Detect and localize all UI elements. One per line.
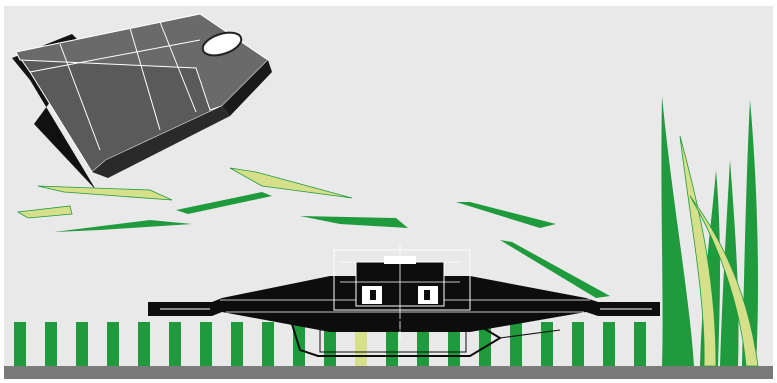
ground — [4, 366, 773, 379]
stubble-stalk — [603, 322, 615, 366]
stubble-stalk — [14, 322, 26, 366]
stubble-stalk — [572, 322, 584, 366]
stubble-stalk — [76, 322, 88, 366]
stubble-stalk — [107, 322, 119, 366]
stubble-stalk — [169, 322, 181, 366]
hub-bolt-right — [424, 290, 430, 300]
stubble-stalk — [510, 322, 522, 366]
stubble-stalk — [262, 322, 274, 366]
stubble-stalk — [634, 322, 646, 366]
hub-bolt-left — [370, 290, 376, 300]
stubble-stalk — [231, 322, 243, 366]
stubble-stalk — [45, 322, 57, 366]
stubble-stalk — [541, 322, 553, 366]
stubble-stalk — [138, 322, 150, 366]
stubble-stalk — [200, 322, 212, 366]
